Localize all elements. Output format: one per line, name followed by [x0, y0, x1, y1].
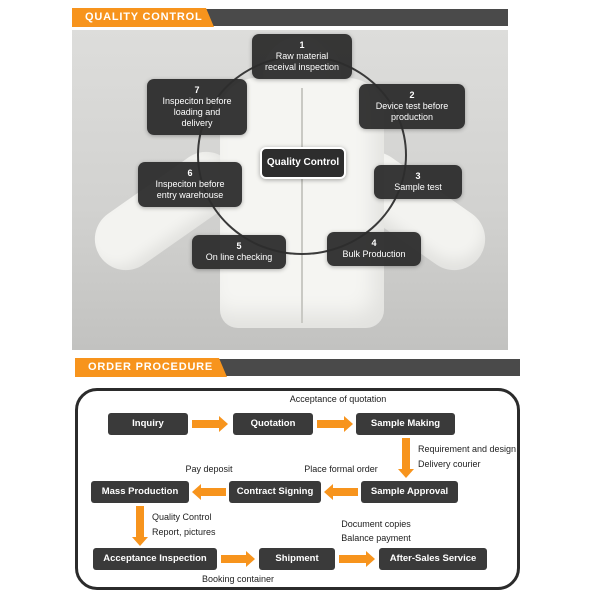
label-pay-deposit: Pay deposit	[185, 464, 233, 474]
arrow-mass-production-down-icon	[132, 506, 148, 546]
label-document-copies: Document copies	[341, 519, 411, 529]
qc-step-7: 7 Inspeciton before loading and delivery	[147, 79, 247, 135]
qc-step-1: 1 Raw material receival inspection	[252, 34, 352, 79]
qc-step-3-number: 3	[415, 171, 421, 181]
qc-step-7-number: 7	[194, 85, 200, 95]
order-procedure-header-bar: ORDER PROCEDURE	[75, 358, 520, 377]
box-after-sales-service: After-Sales Service	[379, 548, 487, 570]
qc-step-3-label: Sample test	[394, 182, 442, 192]
label-delivery-courier: Delivery courier	[418, 459, 481, 469]
order-procedure-title: ORDER PROCEDURE	[75, 358, 227, 377]
qc-step-5: 5 On line checking	[192, 235, 286, 269]
arrow-sample-making-down-icon	[398, 438, 414, 478]
box-sample-approval: Sample Approval	[361, 481, 458, 503]
qc-step-6: 6 Inspeciton before entry warehouse	[138, 162, 242, 207]
box-quotation: Quotation	[233, 413, 313, 435]
arrow-inspection-to-shipment-icon	[221, 551, 255, 567]
label-balance-payment: Balance payment	[341, 533, 411, 543]
quality-control-title: QUALITY CONTROL	[72, 8, 214, 27]
label-booking-container: Booking container	[201, 574, 275, 584]
box-shipment: Shipment	[259, 548, 335, 570]
qc-step-5-label: On line checking	[205, 252, 273, 262]
qc-step-2: 2 Device test before production	[359, 84, 465, 129]
qc-step-6-label: Inspeciton before entry warehouse	[155, 179, 225, 200]
order-procedure-panel: Inquiry Quotation Acceptance of quotatio…	[75, 388, 520, 590]
label-quality-control: Quality Control	[152, 512, 212, 522]
quality-control-header-bar: QUALITY CONTROL	[72, 8, 508, 27]
qc-center-box: Quality Control	[260, 147, 346, 179]
qc-step-6-number: 6	[187, 168, 193, 178]
box-acceptance-inspection: Acceptance Inspection	[93, 548, 217, 570]
arrow-shipment-to-after-sales-icon	[339, 551, 375, 567]
arrow-contract-to-mass-production-icon	[192, 484, 226, 500]
box-inquiry: Inquiry	[108, 413, 188, 435]
arrow-quotation-to-sample-making-icon	[317, 416, 353, 432]
label-requirement-and-design: Requirement and design	[418, 444, 517, 454]
qc-step-4: 4 Bulk Production	[327, 232, 421, 266]
qc-step-2-number: 2	[409, 90, 415, 100]
qc-step-1-number: 1	[299, 40, 305, 50]
qc-step-5-number: 5	[236, 241, 242, 251]
qc-step-4-label: Bulk Production	[342, 249, 406, 259]
arrow-approval-to-contract-icon	[324, 484, 358, 500]
qc-step-2-label: Device test before production	[375, 101, 449, 122]
product-photo: 1 Raw material receival inspection 2 Dev…	[72, 30, 508, 350]
label-acceptance-of-quotation: Acceptance of quotation	[289, 394, 387, 404]
arrow-inquiry-to-quotation-icon	[192, 416, 228, 432]
label-place-formal-order: Place formal order	[304, 464, 378, 474]
box-sample-making: Sample Making	[356, 413, 455, 435]
box-contract-signing: Contract Signing	[229, 481, 321, 503]
qc-step-3: 3 Sample test	[374, 165, 462, 199]
label-report-pictures: Report, pictures	[152, 527, 216, 537]
box-mass-production: Mass Production	[91, 481, 189, 503]
qc-step-1-label: Raw material receival inspection	[264, 51, 340, 72]
qc-step-7-label: Inspeciton before loading and delivery	[162, 96, 232, 128]
qc-step-4-number: 4	[371, 238, 377, 248]
